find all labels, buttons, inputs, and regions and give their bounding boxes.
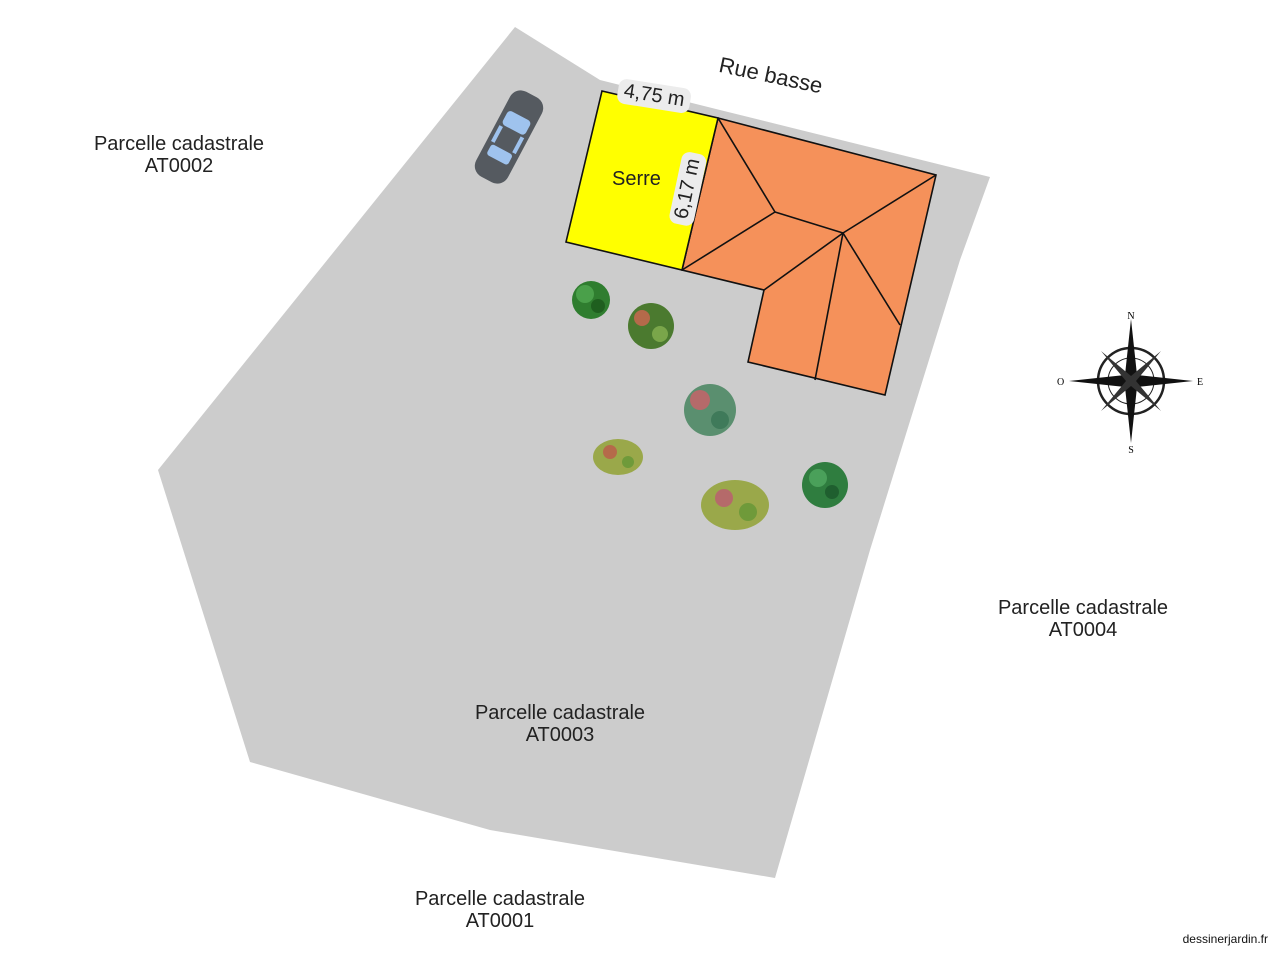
parcel-label-line2: AT0003 <box>525 724 595 746</box>
shrub-icon <box>593 439 643 475</box>
parcel-label-line2: AT0004 <box>1048 619 1118 641</box>
tree-icon <box>802 462 848 508</box>
shrub-icon <box>628 303 674 349</box>
compass-rose-icon: N S E O <box>1057 311 1203 456</box>
parcel-label-line1: Parcelle cadastrale <box>474 702 646 724</box>
parcel-label-line1: Parcelle cadastrale <box>414 888 586 910</box>
parcel-label-at0001: Parcelle cadastrale AT0001 <box>400 888 600 932</box>
compass-east: E <box>1197 377 1203 388</box>
watermark-link[interactable]: dessinerjardin.fr <box>1182 932 1268 946</box>
tree-icon <box>572 281 610 319</box>
parcel-label-line2: AT0002 <box>144 155 214 177</box>
greenhouse-label: Serre <box>612 168 661 190</box>
parcel-label-line1: Parcelle cadastrale <box>93 133 265 155</box>
parcel-label-at0002: Parcelle cadastrale AT0002 <box>79 133 279 177</box>
parcel-label-line1: Parcelle cadastrale <box>997 597 1169 619</box>
lot-area <box>158 27 990 878</box>
shrub-icon <box>701 480 769 530</box>
house-roof <box>681 117 937 396</box>
parcel-label-at0004: Parcelle cadastrale AT0004 <box>983 597 1183 641</box>
parcel-label-line2: AT0001 <box>465 910 535 932</box>
tree-icon <box>684 384 736 436</box>
car-icon <box>474 90 544 184</box>
compass-west: O <box>1057 377 1064 388</box>
parcel-label-at0003: Parcelle cadastrale AT0003 <box>460 702 660 746</box>
compass-north: N <box>1127 311 1134 322</box>
compass-south: S <box>1128 445 1134 456</box>
